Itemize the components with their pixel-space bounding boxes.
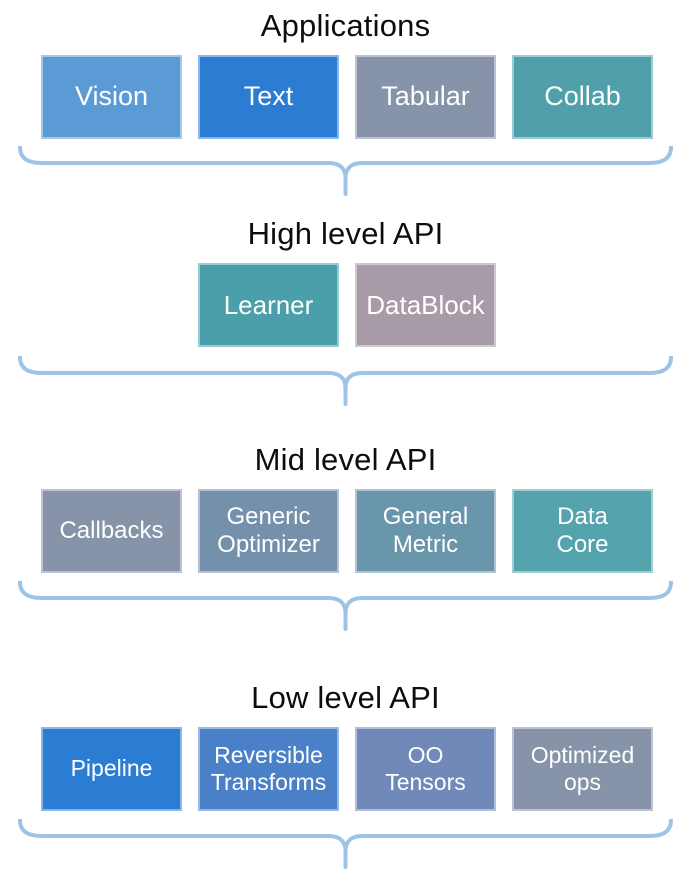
box-optimized-ops: Optimized ops — [512, 727, 653, 811]
low-level-api-row: Pipeline Reversible Transforms OO Tensor… — [41, 727, 653, 811]
low-level-api-title: Low level API — [251, 680, 440, 715]
box-callbacks: Callbacks — [41, 489, 182, 573]
box-tabular: Tabular — [355, 55, 496, 139]
box-learner: Learner — [198, 263, 339, 347]
mid-level-api-title: Mid level API — [254, 442, 437, 477]
applications-row: Vision Text Tabular Collab — [41, 55, 653, 139]
underbrace-low-level — [17, 819, 674, 869]
box-datablock: DataBlock — [355, 263, 496, 347]
box-general-metric: General Metric — [355, 489, 496, 573]
underbrace-high-level — [17, 356, 674, 406]
box-collab: Collab — [512, 55, 653, 139]
box-reversible-transforms: Reversible Transforms — [198, 727, 339, 811]
box-generic-optimizer: Generic Optimizer — [198, 489, 339, 573]
box-pipeline: Pipeline — [41, 727, 182, 811]
high-level-api-row: Learner DataBlock — [198, 263, 496, 347]
high-level-api-title: High level API — [247, 216, 444, 251]
box-oo-tensors: OO Tensors — [355, 727, 496, 811]
mid-level-api-row: Callbacks Generic Optimizer General Metr… — [41, 489, 653, 573]
box-data-core: Data Core — [512, 489, 653, 573]
underbrace-applications — [17, 146, 674, 196]
applications-title: Applications — [260, 8, 431, 43]
underbrace-mid-level — [17, 581, 674, 631]
box-vision: Vision — [41, 55, 182, 139]
box-text: Text — [198, 55, 339, 139]
